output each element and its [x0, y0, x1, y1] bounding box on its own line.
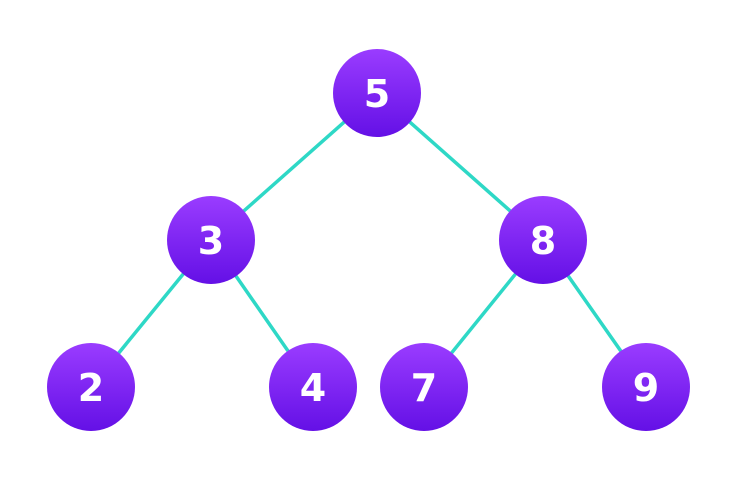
node-label: 4: [300, 366, 326, 410]
node-circle: [47, 343, 135, 431]
tree-node: 9: [602, 343, 690, 431]
node-circle: [602, 343, 690, 431]
node-circle: [167, 196, 255, 284]
node-label: 9: [633, 366, 659, 410]
tree-node: 2: [47, 343, 135, 431]
node-label: 7: [411, 366, 437, 410]
node-circle: [333, 49, 421, 137]
node-label: 5: [364, 72, 390, 116]
node-circle: [380, 343, 468, 431]
tree-node: 4: [269, 343, 357, 431]
node-label: 3: [198, 219, 224, 263]
tree-node: 5: [333, 49, 421, 137]
tree-node: 7: [380, 343, 468, 431]
node-label: 2: [78, 366, 104, 410]
node-circle: [499, 196, 587, 284]
tree-node: 3: [167, 196, 255, 284]
node-label: 8: [530, 219, 556, 263]
nodes-layer: 5 3 8 2 4 7 9: [47, 49, 690, 431]
tree-node: 8: [499, 196, 587, 284]
node-circle: [269, 343, 357, 431]
